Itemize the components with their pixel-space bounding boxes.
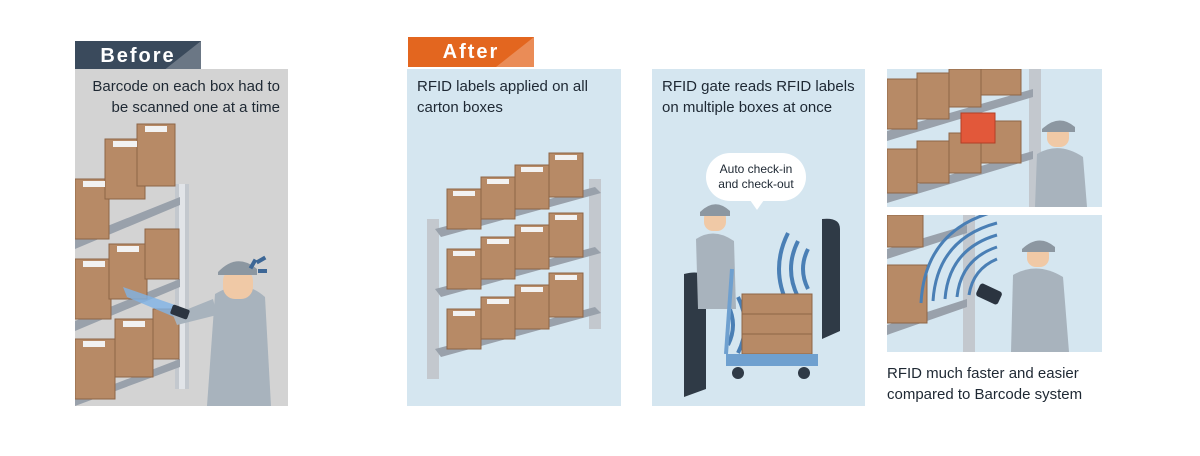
rfid-wave-icon <box>919 215 998 304</box>
bubble-line-2: and check-out <box>718 177 794 191</box>
highlighted-box-icon <box>960 112 996 144</box>
after-tag: After <box>408 37 534 67</box>
worker-icon <box>1035 120 1087 207</box>
final-caption: RFID much faster and easier compared to … <box>887 365 1083 403</box>
worker-icon <box>1011 240 1069 352</box>
rfid-reader-illustration <box>887 215 1069 352</box>
scan-beam-icon <box>123 287 179 319</box>
barcode-scanner-icon <box>170 304 190 320</box>
shelf-locate-illustration <box>887 69 1087 207</box>
warehouse-shelf-icon <box>75 123 189 406</box>
before-caption: Barcode on each box had to be scanned on… <box>92 78 280 116</box>
warehouse-shelf-icon <box>887 215 975 352</box>
warehouse-shelf-icon <box>427 152 601 379</box>
rfid-reader-icon <box>976 283 1002 305</box>
before-tag: Before <box>75 41 201 71</box>
rfid-reader-panel <box>887 215 1102 352</box>
bubble-line-1: Auto check-in <box>719 162 793 176</box>
rfid-gate-panel: RFID gate reads RFID labels on multiple … <box>652 69 865 406</box>
rfid-labels-caption: RFID labels applied on all carton boxes <box>417 78 588 116</box>
rfid-gate-caption: RFID gate reads RFID labels on multiple … <box>662 78 855 116</box>
barcode-scanning-illustration <box>75 123 271 406</box>
rfid-labels-illustration <box>427 152 601 379</box>
rfid-gate-illustration <box>684 204 840 397</box>
worker-icon <box>696 204 736 309</box>
warehouse-shelf-icon <box>887 69 1041 207</box>
rfid-labels-panel: RFID labels applied on all carton boxes <box>407 69 621 406</box>
hand-cart-icon <box>724 268 818 379</box>
rfid-shelf-locate-panel <box>887 69 1102 207</box>
auto-check-bubble: Auto check-in and check-out <box>706 153 806 210</box>
before-panel: Barcode on each box had to be scanned on… <box>75 69 288 406</box>
